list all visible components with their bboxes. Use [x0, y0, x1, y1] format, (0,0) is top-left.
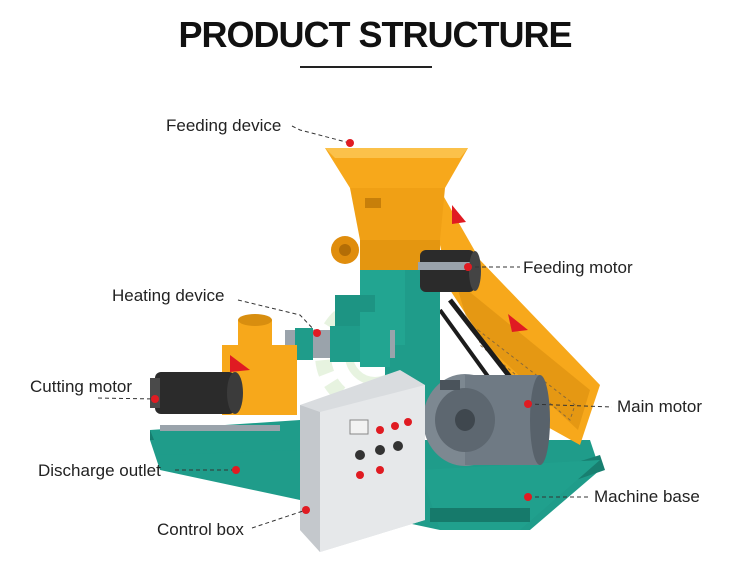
- label-machine-base: Machine base: [594, 487, 700, 506]
- label-discharge-outlet: Discharge outlet: [38, 461, 161, 480]
- marker-main-motor: [524, 400, 532, 408]
- cutting-motor-unit: [150, 372, 243, 414]
- control-box-cabinet: [300, 370, 425, 552]
- marker-control-box: [302, 506, 310, 514]
- marker-heating-device: [313, 329, 321, 337]
- marker-feeding-device: [346, 139, 354, 147]
- page-title: PRODUCT STRUCTURE: [178, 14, 573, 55]
- marker-feeding-motor: [464, 263, 472, 271]
- leader-main-motor: [527, 403, 613, 408]
- marker-machine-base: [524, 493, 532, 501]
- marker-cutting-motor: [151, 395, 159, 403]
- label-feeding-device: Feeding device: [166, 116, 282, 135]
- title-underline: [300, 66, 432, 68]
- leader-control-box: [251, 509, 307, 529]
- leader-heating-device: [237, 299, 318, 334]
- label-cutting-motor: Cutting motor: [30, 377, 133, 396]
- heating-device-barrel: [285, 312, 395, 367]
- feeding-device-hopper: [325, 148, 468, 270]
- label-main-motor: Main motor: [617, 397, 703, 416]
- discharge-chute: [150, 420, 300, 455]
- feeding-motor-unit: [418, 250, 481, 292]
- callout-markers: [151, 139, 532, 514]
- main-motor-unit: [423, 374, 550, 466]
- label-heating-device: Heating device: [112, 286, 225, 305]
- label-feeding-motor: Feeding motor: [523, 258, 633, 277]
- label-control-box: Control box: [157, 520, 244, 539]
- marker-discharge-outlet: [232, 466, 240, 474]
- callout-leaders: [97, 125, 613, 529]
- leader-cutting-motor: [97, 397, 156, 400]
- leader-feeding-device: [291, 125, 351, 144]
